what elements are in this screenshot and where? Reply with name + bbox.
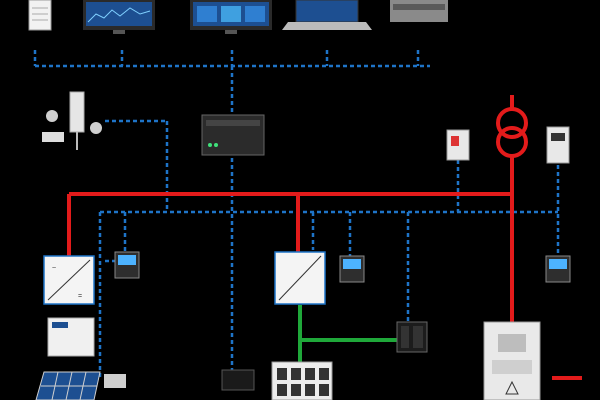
monitor-icon <box>190 0 272 34</box>
switchgear-cabinet-icon <box>483 321 541 400</box>
svg-text:=: = <box>78 293 82 300</box>
meter-icon <box>339 255 365 283</box>
pcs-converter-icon <box>274 251 326 305</box>
pv-inverter-icon: ~ = <box>43 255 95 305</box>
meter-icon <box>114 251 140 279</box>
server-icon <box>28 0 52 31</box>
protection-relay-icon <box>546 126 570 164</box>
weather-station-icon <box>42 91 102 150</box>
meter-icon <box>545 255 571 283</box>
gateway-icon <box>201 114 265 156</box>
transformer-icon <box>496 95 528 158</box>
dc-meter-icon <box>221 369 255 391</box>
dc-storage-lines <box>298 305 397 362</box>
battery-controller-icon <box>396 321 428 353</box>
battery-rack-icon <box>271 361 333 400</box>
protection-relay-icon <box>446 129 470 161</box>
monitor-icon <box>83 0 155 34</box>
combiner-box-icon <box>47 317 95 357</box>
switch-unit-icon <box>390 0 448 22</box>
ac-power-lines <box>67 155 514 322</box>
pv-array-icon <box>35 371 126 400</box>
svg-text:~: ~ <box>52 265 56 272</box>
laptop-icon <box>282 0 372 30</box>
